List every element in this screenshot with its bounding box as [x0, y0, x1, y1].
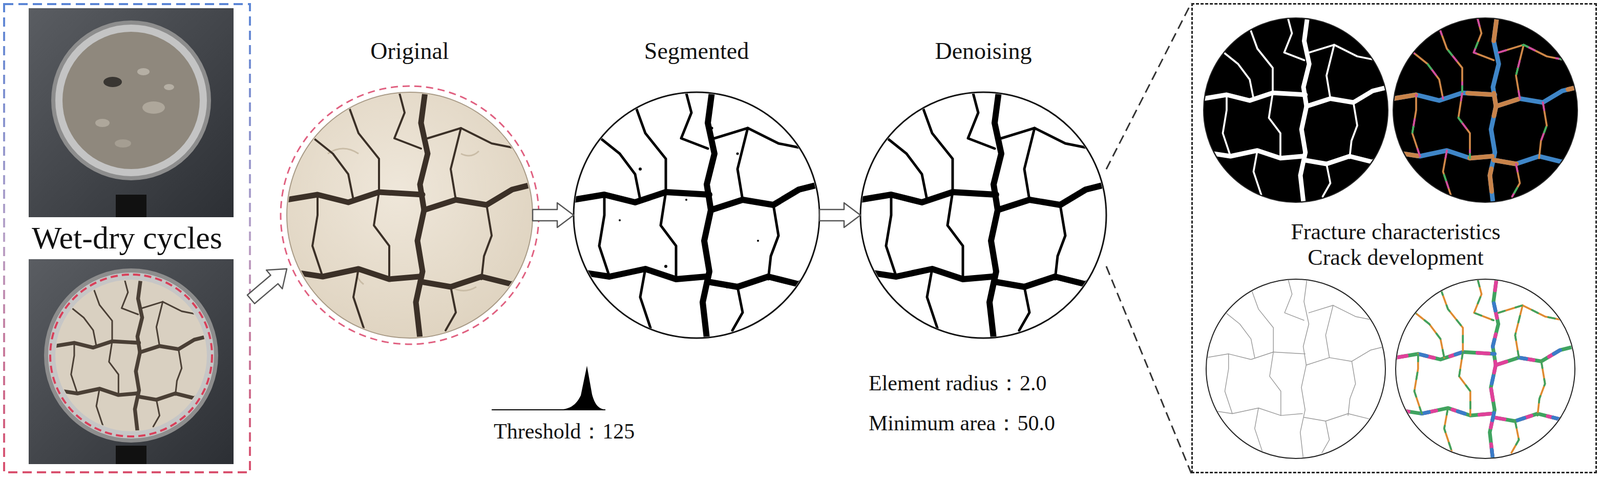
stage-heading: Denoising	[934, 37, 1032, 66]
parameter-label: Element radius：2.0	[868, 370, 1047, 396]
stage-heading: Original	[370, 37, 449, 66]
image-stage: Original	[286, 30, 533, 344]
parameter-label: Minimum area：50.0	[868, 410, 1056, 436]
parameter-label: Threshold：125	[493, 418, 635, 444]
image-stage: Segmented	[573, 30, 820, 344]
result-caption: Crack development	[1307, 244, 1484, 271]
process-panel: Wet-dry cycles	[3, 3, 251, 474]
stage-heading: Segmented	[644, 37, 749, 66]
zoom-line	[1106, 266, 1192, 474]
flow-arrow	[247, 268, 287, 304]
result-panel: Fracture characteristicsCrack developmen…	[1191, 3, 1597, 474]
result-caption: Fracture characteristics	[1290, 219, 1501, 246]
image-stage: Denoising	[860, 30, 1107, 344]
zoom-line	[1106, 3, 1192, 170]
flow-arrow	[532, 202, 574, 228]
panel-title: Wet-dry cycles	[31, 219, 223, 257]
flow-arrow	[819, 202, 861, 228]
